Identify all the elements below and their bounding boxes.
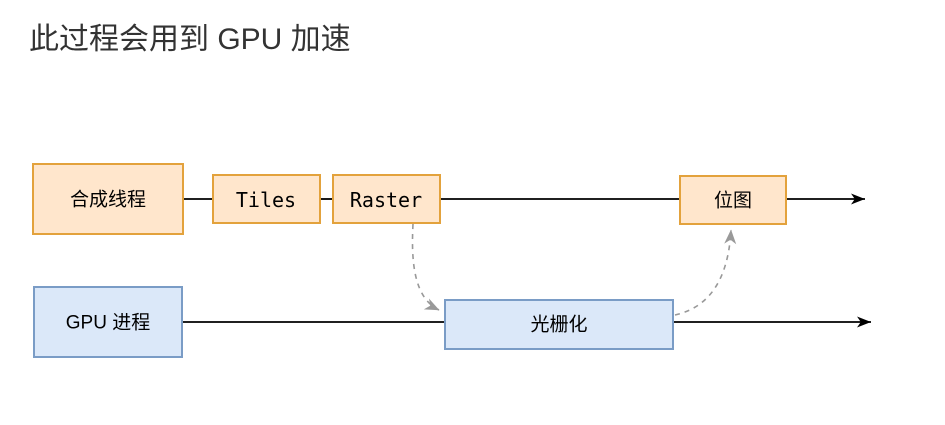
raster-box [332, 174, 441, 224]
compositor-thread-box [32, 163, 184, 235]
tiles-label: Tiles [236, 188, 296, 212]
raster-label: Raster [350, 188, 422, 212]
rasterization-label: 光栅化 [530, 314, 587, 336]
bitmap-label: 位图 [714, 190, 752, 212]
diagram-title: 此过程会用到 GPU 加速 [29, 23, 351, 56]
node-raster: Raster [332, 174, 441, 224]
compositor-thread-label: 合成线程 [70, 189, 146, 211]
dashed-arrow-raster-to-rasterization [411, 223, 440, 311]
node-rasterization: 光栅化 [444, 299, 674, 350]
tiles-box [212, 174, 321, 224]
node-tiles: Tiles [212, 174, 321, 224]
dashed-arrow-rasterization-to-bitmap [674, 229, 737, 316]
bitmap-box [679, 175, 787, 225]
node-compositor-thread: 合成线程 [32, 163, 184, 235]
gpu-process-label: GPU 进程 [66, 312, 150, 334]
gpu-process-box [33, 286, 183, 358]
node-bitmap: 位图 [679, 175, 787, 225]
rasterization-box [444, 299, 674, 350]
node-gpu-process: GPU 进程 [33, 286, 183, 358]
